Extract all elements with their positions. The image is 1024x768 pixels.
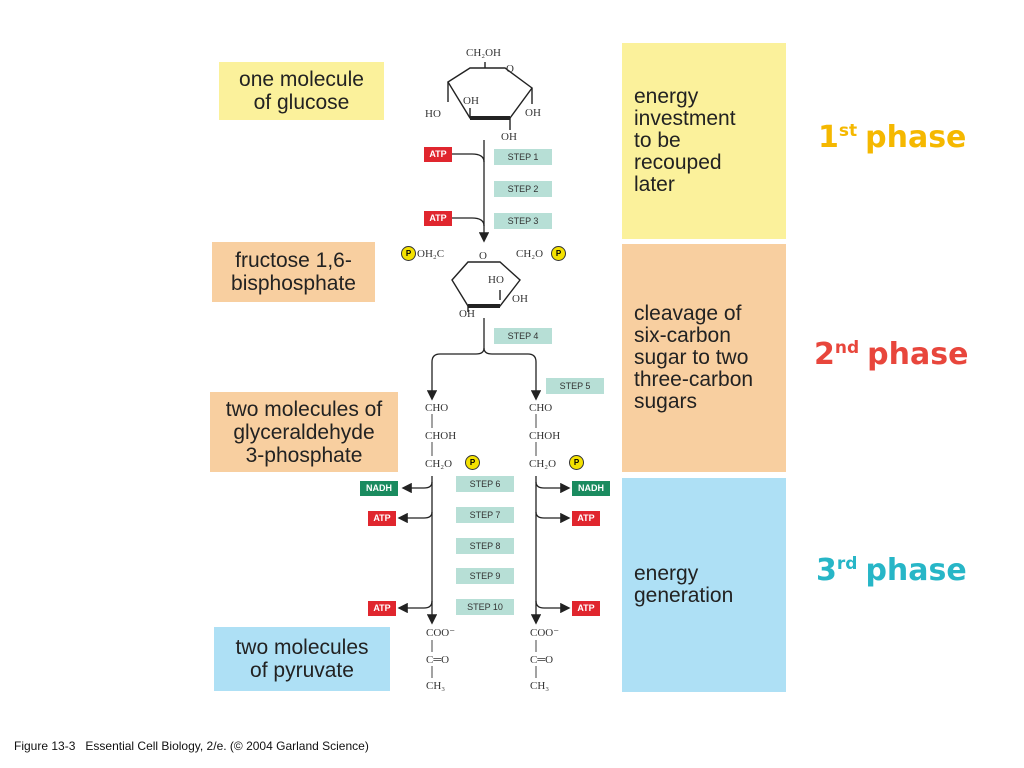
step-4-label: STEP 4 xyxy=(494,328,552,344)
figure-source: Essential Cell Biology, 2/e. (© 2004 Gar… xyxy=(85,739,369,753)
phase-1-description: energy investment to be recouped later xyxy=(634,85,736,196)
step-5-label: STEP 5 xyxy=(546,378,604,394)
glucose-ring xyxy=(447,62,533,130)
atp-output-tag: ATP xyxy=(368,511,396,526)
right-co: C═O xyxy=(530,654,554,666)
right-cho: CHO xyxy=(529,402,553,414)
phase-2-description: cleavage of six-carbon sugar to two thre… xyxy=(634,302,754,413)
step-10-label: STEP 10 xyxy=(456,599,514,615)
left-branch-arrows xyxy=(397,476,438,625)
left-cho: CHO xyxy=(425,402,449,414)
right-branch-arrows xyxy=(530,476,571,625)
step-1-label: STEP 1 xyxy=(494,149,552,165)
glyceraldehyde-3-phosphate-label: two molecules of glyceraldehyde 3-phosph… xyxy=(210,392,398,472)
right-choh: CHOH xyxy=(529,430,561,442)
figure-caption: Figure 13-3 Essential Cell Biology, 2/e.… xyxy=(14,739,369,753)
phosphate-circle: P xyxy=(465,455,480,470)
left-choh: CHOH xyxy=(425,430,457,442)
glucose-ring-oxygen: O xyxy=(506,63,514,75)
atp-input-tag: ATP xyxy=(424,147,452,162)
phosphate-circle: P xyxy=(551,246,566,261)
phase-3-description: energy generation xyxy=(634,562,734,607)
left-ch2o: CH₂O xyxy=(425,458,453,470)
glucose-oh-1: OH xyxy=(463,95,479,107)
nadh-output-tag: NADH xyxy=(572,481,610,496)
step-2-label: STEP 2 xyxy=(494,181,552,197)
glucose-ho: HO xyxy=(425,108,441,120)
step-6-label: STEP 6 xyxy=(456,476,514,492)
fructose-ho: HO xyxy=(488,274,504,286)
phosphate-circle: P xyxy=(401,246,416,261)
glucose-oh-3: OH xyxy=(501,131,517,143)
fructose-ring xyxy=(451,261,521,312)
fructose-oh-1: OH xyxy=(512,293,528,305)
phase-2-box: cleavage of six-carbon sugar to two thre… xyxy=(622,244,786,472)
glucose-label: one molecule of glucose xyxy=(219,62,384,120)
atp-output-tag: ATP xyxy=(572,511,600,526)
glucose-oh-2: OH xyxy=(525,107,541,119)
phase-3-box: energy generation xyxy=(622,478,786,692)
left-coo: COO⁻ xyxy=(426,627,456,639)
fructose-ch2o: CH₂O xyxy=(516,248,544,260)
phosphate-circle: P xyxy=(569,455,584,470)
fructose-bisphosphate-label: fructose 1,6- bisphosphate xyxy=(212,242,375,302)
phase-1-box: energy investment to be recouped later xyxy=(622,43,786,239)
left-co: C═O xyxy=(426,654,450,666)
fructose-oh-2: OH xyxy=(459,308,475,320)
step-9-label: STEP 9 xyxy=(456,568,514,584)
pyruvate-label: two molecules of pyruvate xyxy=(214,627,390,691)
step-3-label: STEP 3 xyxy=(494,213,552,229)
right-ch2o: CH₂O xyxy=(529,458,557,470)
atp-input-tag: ATP xyxy=(424,211,452,226)
atp-output-tag: ATP xyxy=(368,601,396,616)
atp-output-tag: ATP xyxy=(572,601,600,616)
nadh-output-tag: NADH xyxy=(360,481,398,496)
fructose-ring-oxygen: O xyxy=(479,250,487,262)
right-ch3: CH₃ xyxy=(530,680,550,692)
glucose-ch2oh: CH₂OH xyxy=(466,47,502,59)
left-ch3: CH₃ xyxy=(426,680,446,692)
step-7-label: STEP 7 xyxy=(456,507,514,523)
phase-1-arrows xyxy=(452,140,490,243)
step-8-label: STEP 8 xyxy=(456,538,514,554)
fructose-oh2c: OH₂C xyxy=(417,248,445,260)
right-coo: COO⁻ xyxy=(530,627,560,639)
figure-number: Figure 13-3 xyxy=(14,739,76,753)
